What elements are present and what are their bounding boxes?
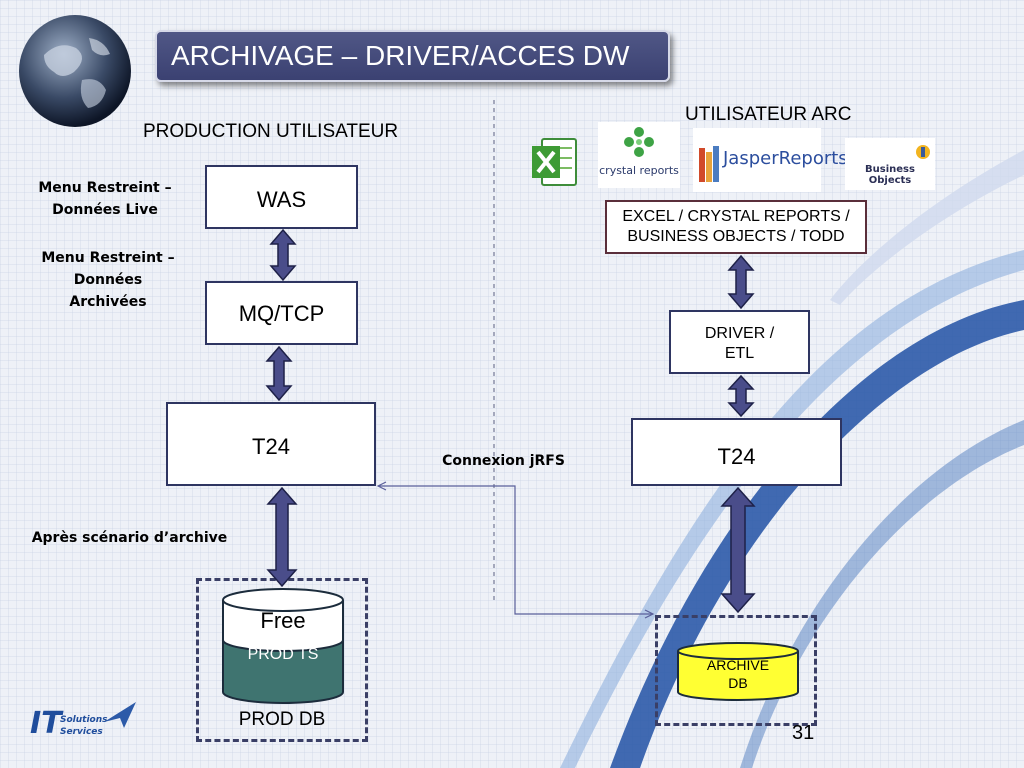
it-mark: IT — [30, 706, 62, 741]
globe-icon — [19, 15, 131, 127]
arrow-t24-archive — [720, 486, 756, 614]
mqtcp-label: MQ/TCP — [238, 301, 325, 326]
reporting-tools-box: EXCEL / CRYSTAL REPORTS / BUSINESS OBJEC… — [605, 200, 867, 254]
business-objects-logo: Business Objects — [845, 138, 935, 190]
it-line1: Solutions — [60, 715, 108, 725]
arrow-was-mqtcp — [269, 228, 297, 282]
arrow-mqtcp-t24 — [265, 345, 293, 402]
jasper-text: JasperReports — [723, 148, 848, 169]
driver-etl-box: DRIVER / ETL — [669, 310, 810, 374]
slide-title: ARCHIVAGE – DRIVER/ACCES DW — [155, 30, 670, 82]
plane-icon — [104, 702, 136, 728]
t24-production-box: T24 — [166, 402, 376, 486]
note-live-data: Menu Restreint – Données Live — [38, 180, 172, 218]
t24-archive-box: T24 — [631, 418, 842, 486]
archive-db-cylinder — [677, 642, 799, 701]
crystal-reports-logo: crystal reports — [598, 122, 680, 188]
prod-db-cylinder — [222, 588, 344, 704]
jrfs-connector — [376, 481, 655, 619]
prod-ts-label: PROD TS — [247, 646, 319, 663]
was-box: WAS — [205, 165, 358, 229]
archive-user-header: UTILISATEUR ARC — [685, 104, 852, 125]
t24-archive-label: T24 — [717, 444, 756, 469]
arrow-driver-t24 — [727, 374, 755, 418]
prod-db-label: PROD DB — [238, 709, 326, 730]
free-label: Free — [260, 608, 306, 633]
it-solutions-logo: IT Solutions Services — [30, 700, 140, 748]
arrow-t24-proddb — [266, 486, 298, 588]
page-number: 31 — [792, 722, 815, 744]
archive-db-group — [655, 615, 817, 726]
connection-label: Connexion jRFS — [442, 453, 565, 469]
arrow-tools-driver — [727, 254, 755, 310]
t24-production-label: T24 — [252, 434, 290, 459]
jasper-reports-logo: JasperReports — [693, 128, 848, 192]
production-header: PRODUCTION UTILISATEUR — [143, 121, 399, 142]
it-line2: Services — [60, 727, 103, 737]
note-archived-data: Menu Restreint – Données Archivées — [41, 250, 175, 310]
mqtcp-box: MQ/TCP — [205, 281, 358, 345]
reporting-tools-label: EXCEL / CRYSTAL REPORTS / BUSINESS OBJEC… — [622, 208, 850, 245]
jasper-books-icon — [699, 146, 719, 182]
business-objects-text: Business Objects — [865, 164, 915, 186]
crystal-icon — [624, 127, 654, 157]
crystal-reports-text: crystal reports — [599, 164, 679, 177]
business-objects-icon — [916, 145, 930, 159]
archive-db-label: ARCHIVE DB — [706, 657, 770, 691]
was-label: WAS — [256, 187, 307, 212]
excel-icon — [532, 138, 577, 186]
note-after-archive: Après scénario d’archive — [31, 530, 228, 546]
driver-etl-label: DRIVER / ETL — [704, 325, 775, 362]
